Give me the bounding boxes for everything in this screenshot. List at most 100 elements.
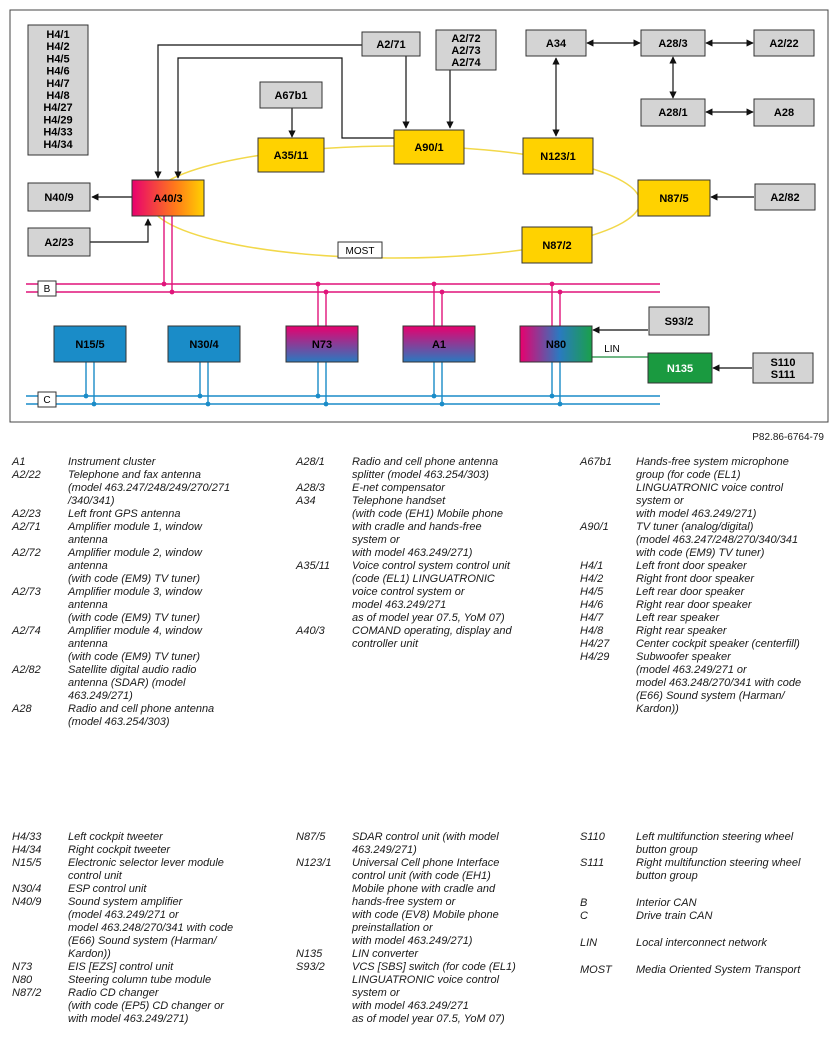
legend-description-line: Radio and cell phone antenna [68,703,215,715]
most-label: MOST [346,246,375,257]
node-n87-5: N87/5 [659,193,688,205]
network-diagram: H4/1H4/2H4/5H4/6H4/7H4/8H4/27H4/29H4/33H… [9,9,829,423]
legend-description-line: as of model year 07.5, YoM 07) [352,612,505,624]
legend-description-line: (model 463.247/248/249/270/271 [68,482,231,494]
node-n135: N135 [667,363,693,375]
legend-description-line: Amplifier module 1, window [68,521,202,533]
legend-description-line: COMAND operating, display and [352,625,512,637]
legend-description-line: system or [352,987,400,999]
legend-description-line: Radio CD changer [68,987,159,999]
legend-description: LIN converter [352,948,544,961]
legend-code: N135 [296,948,323,960]
legend-description-line: with model 463.249/271 [352,1000,469,1012]
legend-description-line: button group [636,870,698,882]
figure-reference: P82.86-6764-79 [752,432,824,443]
stack-label: A2/73 [451,45,480,57]
legend-description-line: Steering column tube module [68,974,212,986]
legend-description: Left front GPS antenna [68,508,258,521]
node-s111: S111 [771,369,795,381]
legend-code: C [580,910,588,922]
legend-description: TV tuner (analog/digital)(model 463.247/… [636,521,830,560]
legend-description-line: antenna [68,534,108,546]
legend-description-line: Instrument cluster [68,456,156,468]
stack-label: A2/72 [451,33,480,45]
legend-description-line: (with code (EH1) Mobile phone [352,508,504,520]
legend-description-line: Amplifier module 4, window [68,625,202,637]
stack-label: H4/8 [46,90,69,102]
legend-description-line: Amplifier module 2, window [68,547,202,559]
node-a35-11: A35/11 [274,150,309,162]
legend-description: Left rear door speaker [636,586,830,599]
node-a2-23: A2/23 [44,237,73,249]
legend-code: N87/5 [296,831,326,843]
legend-code: A28/3 [296,482,325,494]
legend-description-line: 463.249/271) [68,690,133,702]
node-s93-2: S93/2 [665,316,694,328]
legend-description-line: SDAR control unit (with model [352,831,499,843]
legend-description: Radio and cell phone antenna(model 463.2… [68,703,258,729]
legend-code: A2/74 [12,625,41,637]
legend-description-line: with code (EV8) Mobile phone [352,909,499,921]
legend-description-line: Right rear speaker [636,625,727,637]
legend-code: N15/5 [12,857,42,869]
legend-description: Right rear speaker [636,625,830,638]
legend-description-line: LINGUATRONIC voice control [636,482,784,494]
legend-description-line: Drive train CAN [636,910,713,922]
legend-description-line: with cradle and hands-free [352,521,482,533]
legend-description: Interior CAN [636,897,830,910]
legend-code: A1 [12,456,26,468]
legend-description: Left rear speaker [636,612,830,625]
node-a2-71: A2/71 [376,39,405,51]
stack-label: H4/2 [46,41,69,53]
legend-description-line: Subwoofer speaker [636,651,731,663]
legend-description-line: with model 463.249/271) [68,1013,189,1025]
stack-label: H4/6 [46,66,69,78]
legend-description-line: Amplifier module 3, window [68,586,202,598]
legend-description: Drive train CAN [636,910,830,923]
node-a28: A28 [774,107,794,119]
node-n15-5: N15/5 [75,339,104,351]
legend-description-line: EIS [EZS] control unit [68,961,174,973]
legend-code: N123/1 [296,857,332,869]
legend-description-line: Right multifunction steering wheel [636,857,801,869]
legend-description: ESP control unit [68,883,258,896]
node-n87-2: N87/2 [542,240,571,252]
legend-description-line: model 463.248/270/341 with code [68,922,234,934]
legend-description-line: controller unit [352,638,419,650]
node-a2-82: A2/82 [770,192,799,204]
node-a28-3: A28/3 [658,38,687,50]
node-a90-1: A90/1 [414,142,443,154]
legend-description-line: as of model year 07.5, YoM 07) [352,1013,505,1025]
legend-description-line: (model 463.249/271 or [68,909,179,921]
speaker-stack: H4/1H4/2H4/5H4/6H4/7H4/8H4/27H4/29H4/33H… [43,29,73,151]
can-b-bus [26,216,660,326]
legend-description-line: group (for code (EL1) [636,469,741,481]
legend-description-line: (with code (EM9) TV tuner) [68,651,201,663]
legend-description: Media Oriented System Transport [636,964,830,977]
legend-description-line: Kardon)) [636,703,679,715]
legend-description-line: hands-free system or [352,896,456,908]
node-n73: N73 [312,339,332,351]
legend-code: S111 [580,857,605,869]
stack-label: H4/29 [43,114,72,126]
can-c-label: C [43,395,50,406]
legend-code: H4/29 [580,651,610,663]
